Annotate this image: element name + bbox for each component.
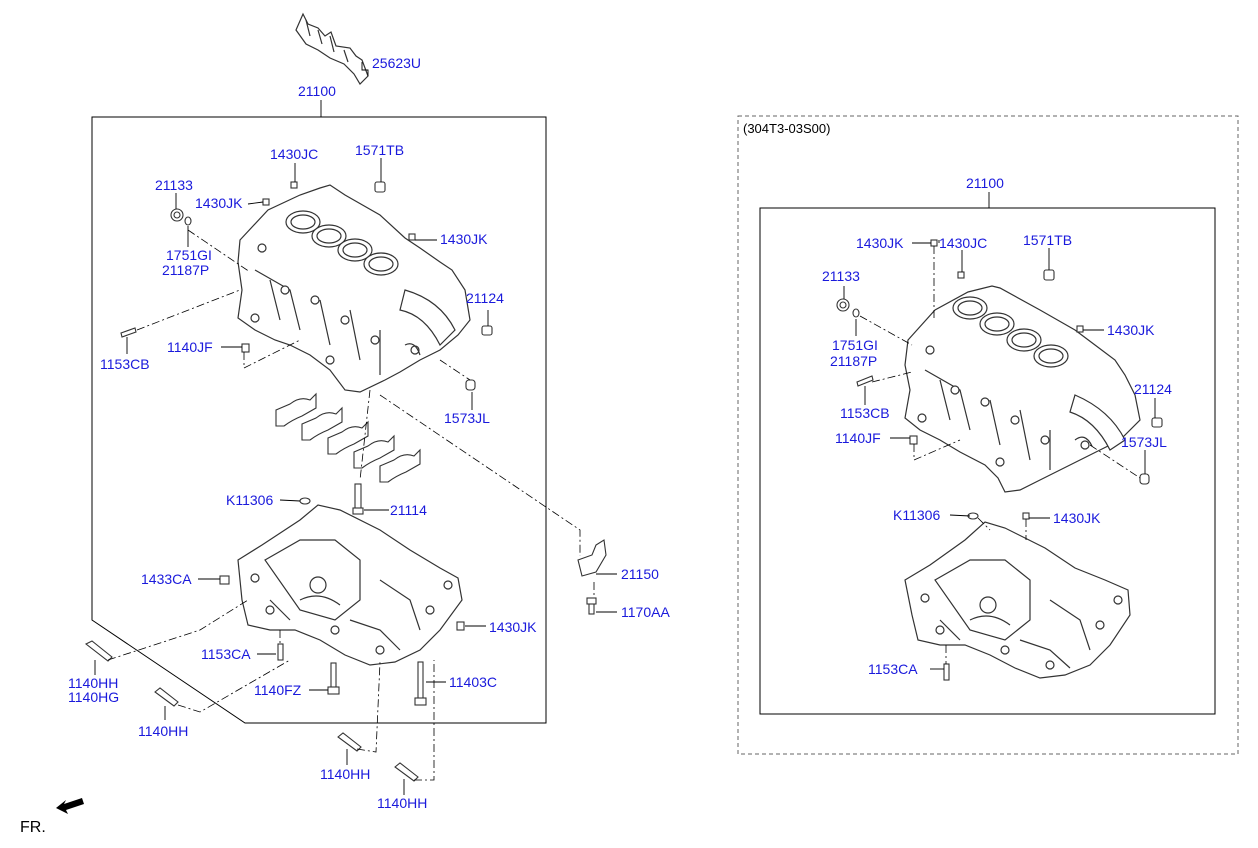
- variant-dashed-frame: [737, 115, 1239, 755]
- part-label-1571tb[interactable]: 1571TB: [355, 142, 404, 158]
- part-label-1433ca[interactable]: 1433CA: [141, 571, 192, 587]
- variant-lower-crankcase-art: [904, 521, 1131, 679]
- part-label-11403c[interactable]: 11403C: [449, 674, 497, 690]
- part-label-1430jk[interactable]: 1430JK: [489, 619, 537, 635]
- bearing-caps-art: [275, 392, 421, 483]
- left-assembly-frame: [91, 116, 547, 724]
- small-fasteners-art: [120, 181, 493, 391]
- part-label-k11306[interactable]: K11306: [226, 492, 273, 508]
- cylinder-block-part-art: [237, 184, 471, 393]
- part-label-1751gi[interactable]: 1751GI: [832, 337, 878, 353]
- part-label-1430jk[interactable]: 1430JK: [440, 231, 488, 247]
- part-label-21100[interactable]: 21100: [966, 175, 1004, 191]
- right-leader-lines: [843, 192, 1156, 670]
- part-label-1140fz[interactable]: 1140FZ: [254, 682, 302, 698]
- lower-crankcase-art: [237, 504, 463, 666]
- right-assembly-frame: [759, 207, 1216, 715]
- part-label-1140hh[interactable]: 1140HH: [320, 766, 370, 782]
- part-label-21150[interactable]: 21150: [621, 566, 659, 582]
- front-direction-label: FR.: [20, 819, 46, 836]
- part-label-21187p[interactable]: 21187P: [162, 262, 209, 278]
- part-label-21100[interactable]: 21100: [298, 83, 336, 99]
- part-label-1140jf[interactable]: 1140JF: [835, 430, 881, 446]
- variant-cylinder-block-art: [904, 285, 1141, 493]
- part-label-25623u[interactable]: 25623U: [372, 55, 421, 71]
- part-label-1430jk[interactable]: 1430JK: [1053, 510, 1101, 526]
- part-label-1430jc[interactable]: 1430JC: [939, 235, 987, 251]
- part-label-1430jk[interactable]: 1430JK: [1107, 322, 1155, 338]
- left-dashed-guides: [107, 229, 595, 781]
- part-label-21114[interactable]: 21114: [390, 502, 427, 518]
- part-label-k11306[interactable]: K11306: [893, 507, 940, 523]
- part-label-1430jc[interactable]: 1430JC: [270, 146, 318, 162]
- part-label-21124[interactable]: 21124: [466, 290, 504, 306]
- part-label-1153cb[interactable]: 1153CB: [840, 405, 890, 421]
- heat-shield-part-art: [295, 12, 369, 85]
- part-label-21187p[interactable]: 21187P: [830, 353, 877, 369]
- part-label-1140hh[interactable]: 1140HH: [377, 795, 427, 811]
- part-label-21133[interactable]: 21133: [155, 177, 193, 193]
- part-label-1430jk[interactable]: 1430JK: [856, 235, 904, 251]
- part-label-1140jf[interactable]: 1140JF: [167, 339, 213, 355]
- right-dashed-guides: [859, 246, 1141, 664]
- part-label-21124[interactable]: 21124: [1134, 381, 1172, 397]
- part-label-1573jl[interactable]: 1573JL: [1121, 434, 1167, 450]
- part-label-21133[interactable]: 21133: [822, 268, 860, 284]
- part-label-1140hg[interactable]: 1140HG: [68, 689, 119, 705]
- part-label-1153ca[interactable]: 1153CA: [868, 661, 918, 677]
- part-label-1751gi[interactable]: 1751GI: [166, 247, 212, 263]
- front-arrow-icon: [56, 798, 84, 814]
- left-leader-lines: [94, 62, 617, 795]
- part-label-1430jk[interactable]: 1430JK: [195, 195, 243, 211]
- part-label-1153cb[interactable]: 1153CB: [100, 356, 150, 372]
- part-label-1573jl[interactable]: 1573JL: [444, 410, 490, 426]
- part-label-1140hh[interactable]: 1140HH: [138, 723, 188, 739]
- part-label-1140hh[interactable]: 1140HH: [68, 675, 118, 691]
- part-label-1571tb[interactable]: 1571TB: [1023, 232, 1072, 248]
- part-label-1153ca[interactable]: 1153CA: [201, 646, 251, 662]
- variant-label: (304T3-03S00): [743, 121, 830, 136]
- part-label-1170aa[interactable]: 1170AA: [621, 604, 670, 620]
